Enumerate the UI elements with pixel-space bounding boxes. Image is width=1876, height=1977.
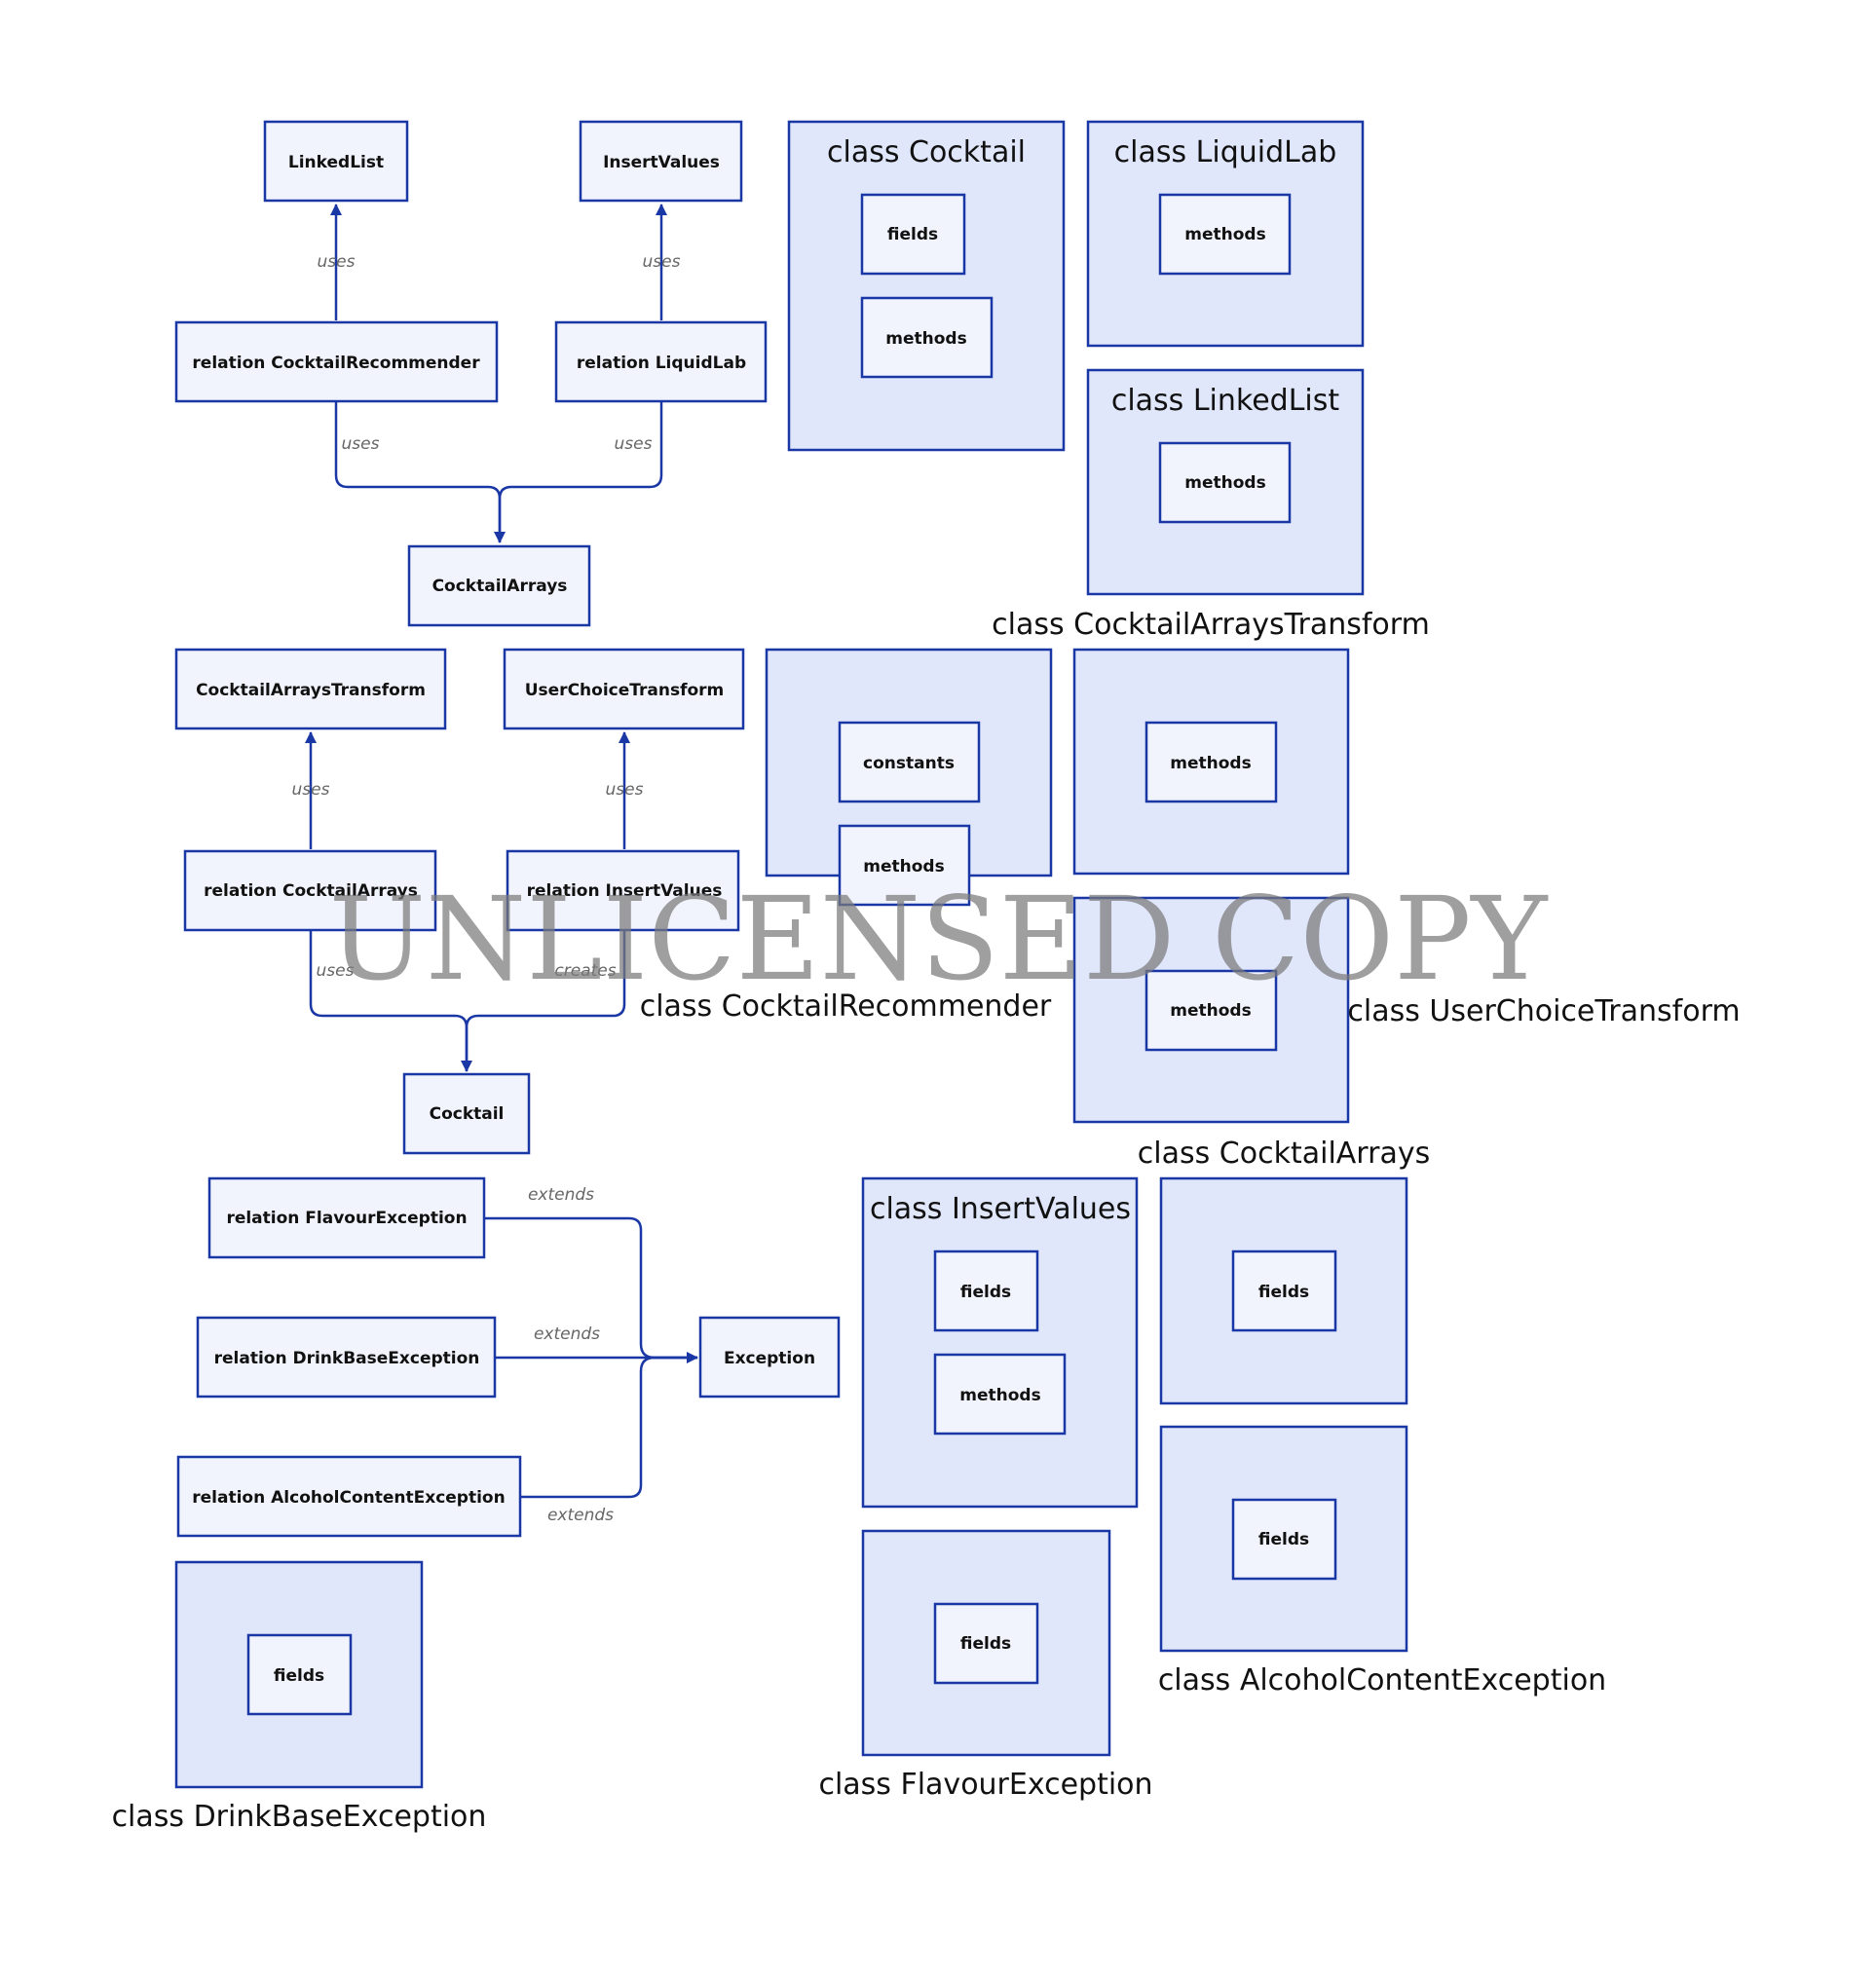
cluster-title: class FlavourException bbox=[818, 1768, 1152, 1802]
fields-box bbox=[933, 1250, 1039, 1332]
node-label: Cocktail bbox=[430, 1104, 505, 1124]
methods-label: methods bbox=[863, 857, 944, 877]
edge-creates-cocktail bbox=[465, 930, 626, 1071]
node-label: InsertValues bbox=[603, 153, 720, 172]
cluster-title: class LinkedList bbox=[1111, 384, 1340, 418]
edge-label-extends: extends bbox=[534, 1324, 600, 1344]
node-label: relation InsertValues bbox=[527, 881, 723, 901]
node-cocktailarrays: CocktailArrays bbox=[407, 544, 591, 627]
cluster-title: class CocktailRecommender bbox=[640, 989, 1052, 1024]
node-relation-flavourexception: relation FlavourException bbox=[207, 1176, 486, 1259]
methods-label: methods bbox=[959, 1386, 1040, 1405]
edge-label-uses: uses bbox=[292, 780, 330, 800]
edge-uses-cocktailarrays-left bbox=[334, 401, 506, 543]
methods-label: methods bbox=[1170, 754, 1251, 773]
fields-box bbox=[1231, 1250, 1337, 1332]
edge-label-uses: uses bbox=[318, 252, 356, 272]
edges: uses uses uses uses uses uses uses creat… bbox=[292, 204, 698, 1525]
node-label: CocktailArrays bbox=[432, 577, 568, 596]
cluster-title: class DrinkBaseException bbox=[112, 1800, 487, 1834]
methods-box bbox=[1158, 193, 1292, 276]
fields-box bbox=[1231, 1498, 1337, 1581]
methods-label: methods bbox=[1184, 225, 1265, 244]
cluster-class-linkedlist: class LinkedList methods bbox=[1086, 368, 1365, 596]
node-label: relation AlcoholContentException bbox=[192, 1488, 505, 1508]
node-relation-drinkbaseexception: relation DrinkBaseException bbox=[196, 1316, 497, 1399]
cluster-title: class UserChoiceTransform bbox=[1347, 994, 1740, 1028]
edge-label-uses: uses bbox=[606, 780, 644, 800]
node-relation-liquidlab: relation LiquidLab bbox=[554, 320, 768, 403]
node-label: relation CocktailArrays bbox=[204, 881, 418, 901]
node-userchoicetransform: UserChoiceTransform bbox=[503, 648, 745, 730]
cluster-title: class LiquidLab bbox=[1114, 135, 1337, 169]
cluster-class-cocktail: class Cocktail fields methods bbox=[787, 120, 1066, 452]
node-cocktailarraystransform: CocktailArraysTransform bbox=[174, 648, 447, 730]
cluster-title: class InsertValues bbox=[870, 1192, 1131, 1226]
node-label: Exception bbox=[724, 1349, 815, 1368]
node-cocktail: Cocktail bbox=[402, 1072, 531, 1155]
fields-box bbox=[860, 193, 966, 276]
methods-box bbox=[1144, 969, 1278, 1052]
fields-box bbox=[933, 1602, 1039, 1685]
edge-label-uses: uses bbox=[615, 434, 653, 454]
edge-label-extends: extends bbox=[547, 1506, 614, 1525]
cluster-class-unnamed-fields: fields bbox=[1159, 1176, 1408, 1405]
watermark-text: UNLICENSED COPY bbox=[329, 872, 1549, 1006]
methods-label: methods bbox=[885, 329, 966, 349]
methods-box bbox=[1144, 721, 1278, 803]
node-linkedlist: LinkedList bbox=[263, 120, 409, 203]
constants-box bbox=[838, 721, 981, 803]
node-relation-insertvalues: relation InsertValues bbox=[506, 849, 740, 932]
node-label: UserChoiceTransform bbox=[525, 681, 725, 700]
cluster-class-userchoicetransform: methods class UserChoiceTransform bbox=[1072, 896, 1741, 1124]
node-label: LinkedList bbox=[288, 153, 384, 172]
node-relation-cocktailarrays: relation CocktailArrays bbox=[183, 849, 437, 932]
cluster-title: class Cocktail bbox=[827, 135, 1026, 169]
cluster-class-flavourexception: fields class FlavourException bbox=[818, 1529, 1153, 1802]
fields-box bbox=[246, 1633, 353, 1716]
edge-label-extends: extends bbox=[528, 1185, 594, 1205]
cluster-title-cocktailarrays: class CocktailArrays bbox=[1138, 1137, 1430, 1171]
edge-extends-alcoholcontent bbox=[520, 1356, 697, 1499]
fields-label: fields bbox=[274, 1666, 324, 1686]
edge-label-uses: uses bbox=[342, 434, 380, 454]
cluster-class-liquidlab: class LiquidLab methods bbox=[1086, 120, 1365, 348]
fields-label: fields bbox=[887, 225, 938, 244]
fields-label: fields bbox=[960, 1634, 1011, 1654]
cluster-class-cocktailarraystransform: methods bbox=[1072, 648, 1350, 876]
node-label: relation FlavourException bbox=[226, 1209, 467, 1228]
edge-label-creates: creates bbox=[554, 961, 616, 981]
cluster-title-cocktailarraystransform: class CocktailArraysTransform bbox=[992, 608, 1430, 642]
edge-label-uses: uses bbox=[643, 252, 681, 272]
methods-label: methods bbox=[1170, 1001, 1251, 1021]
cluster-title: class AlcoholContentException bbox=[1158, 1663, 1606, 1697]
node-label: CocktailArraysTransform bbox=[196, 681, 426, 700]
node-exception: Exception bbox=[698, 1316, 841, 1399]
node-relation-alcoholcontentexception: relation AlcoholContentException bbox=[176, 1455, 522, 1538]
cluster-class-insertvalues: class InsertValues fields methods bbox=[861, 1176, 1139, 1509]
methods-box bbox=[933, 1353, 1067, 1436]
cluster-class-alcoholcontentexception: fields class AlcoholContentException bbox=[1158, 1425, 1606, 1697]
cluster-class-cocktailrecommender: constants methods class CocktailRecommen… bbox=[640, 648, 1053, 1024]
edge-label-uses: uses bbox=[317, 961, 355, 981]
edge-uses-cocktailarrays-right bbox=[498, 401, 663, 542]
node-insertvalues: InsertValues bbox=[579, 120, 743, 203]
node-relation-cocktailrecommender: relation CocktailRecommender bbox=[174, 320, 499, 403]
node-label: relation LiquidLab bbox=[577, 354, 746, 373]
methods-label: methods bbox=[1184, 473, 1265, 493]
node-label: relation DrinkBaseException bbox=[214, 1349, 480, 1368]
methods-box bbox=[838, 824, 971, 907]
methods-box bbox=[1158, 441, 1292, 524]
constants-label: constants bbox=[863, 754, 955, 773]
node-label: relation CocktailRecommender bbox=[192, 354, 480, 373]
fields-label: fields bbox=[1258, 1283, 1309, 1302]
fields-label: fields bbox=[1258, 1530, 1309, 1549]
fields-label: fields bbox=[960, 1283, 1011, 1302]
cluster-class-drinkbaseexception: fields class DrinkBaseException bbox=[112, 1560, 487, 1834]
methods-box bbox=[860, 296, 994, 379]
